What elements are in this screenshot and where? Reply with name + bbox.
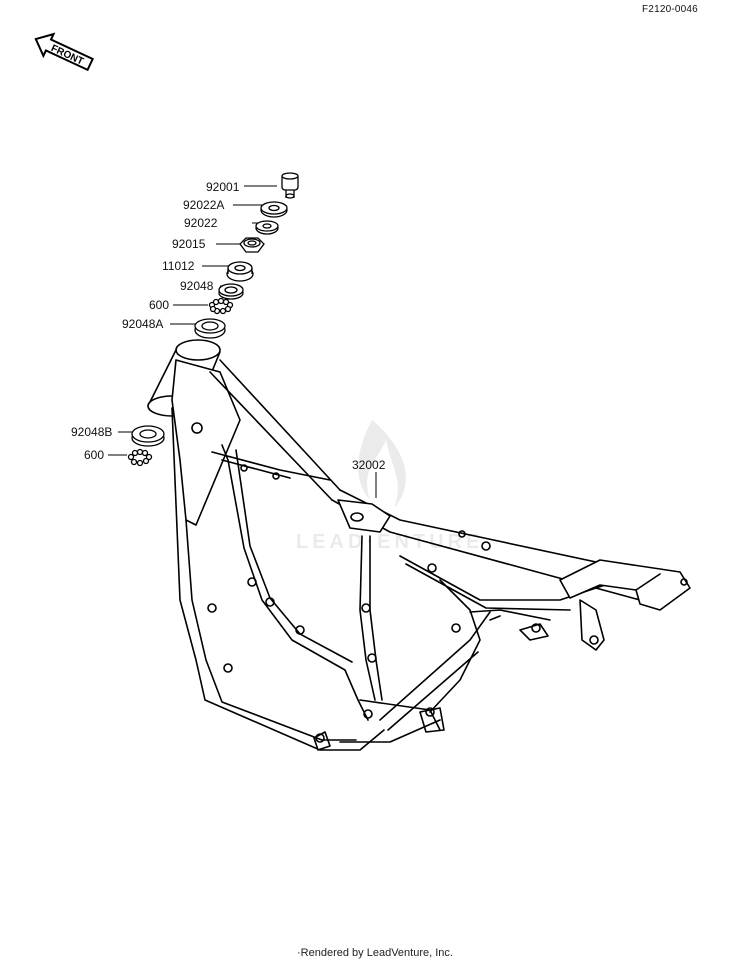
bearing-balls-600-icon — [208, 297, 234, 315]
watermark-text: LEAD·ENTURE — [296, 531, 484, 553]
washer-92022a-icon — [260, 201, 288, 218]
callout-92022: 92022 — [184, 216, 218, 230]
callout-92048: 92048 — [180, 279, 214, 293]
callout-600-upper: 600 — [149, 298, 170, 312]
nut-92015-icon — [239, 237, 265, 253]
front-arrow-icon: FRONT — [34, 32, 95, 72]
callout-92015: 92015 — [172, 237, 206, 251]
cap-11012-icon — [226, 261, 254, 282]
callout-92022a: 92022A — [183, 198, 225, 212]
frame-32002 — [147, 339, 691, 751]
callout-600-lower: 600 — [84, 448, 105, 462]
bearing-balls-600-lower-icon — [127, 448, 153, 467]
callout-11012: 11012 — [162, 259, 195, 273]
bolt-92001-icon — [281, 172, 299, 199]
callout-32002: 32002 — [352, 458, 386, 472]
watermark-logo-icon — [358, 420, 406, 508]
race-92048a-icon — [194, 318, 226, 339]
diagram-code: F2120-0046 — [642, 4, 698, 15]
callout-92001: 92001 — [206, 180, 240, 194]
race-92048b-icon — [131, 425, 165, 447]
leader-lines — [108, 185, 377, 498]
footer-credit: ·Rendered by LeadVenture, Inc. — [297, 947, 453, 959]
washer-92022-icon — [255, 220, 279, 235]
callout-92048a: 92048A — [122, 317, 164, 331]
steering-parts — [127, 172, 299, 467]
callout-92048b: 92048B — [71, 425, 113, 439]
race-92048-icon — [218, 283, 244, 300]
